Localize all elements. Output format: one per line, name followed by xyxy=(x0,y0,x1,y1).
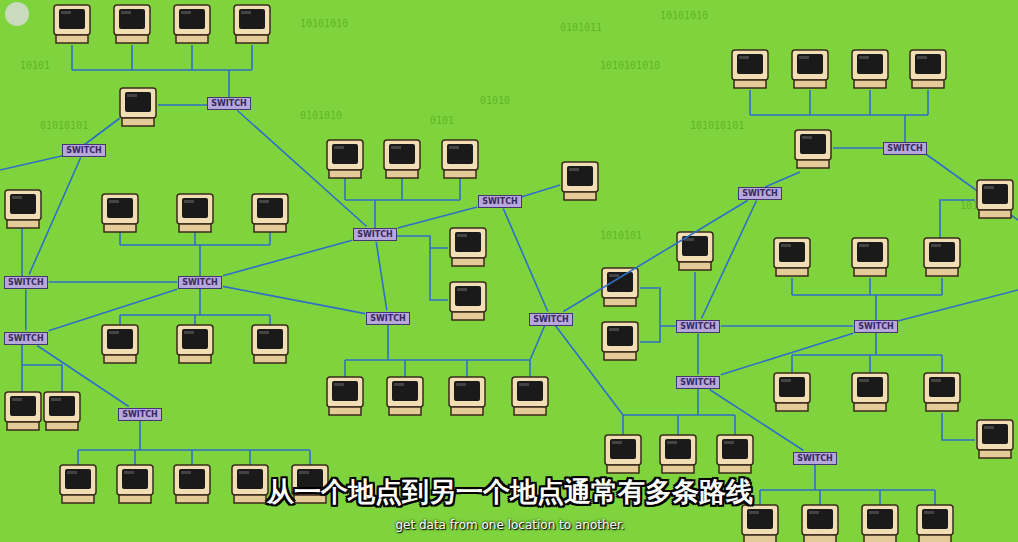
network-link xyxy=(376,242,387,311)
network-link xyxy=(398,207,477,228)
switch-label: SWITCH xyxy=(8,278,44,287)
switch-box: SWITCH xyxy=(118,408,162,421)
switch-box: SWITCH xyxy=(4,332,48,345)
switch-label: SWITCH xyxy=(182,278,218,287)
network-link xyxy=(701,201,756,319)
network-link xyxy=(49,289,178,330)
switch-label: SWITCH xyxy=(680,322,716,331)
switch-box: SWITCH xyxy=(676,376,720,389)
network-link xyxy=(37,346,129,407)
switch-label: SWITCH xyxy=(858,322,894,331)
switch-label: SWITCH xyxy=(357,230,393,239)
switch-box: SWITCH xyxy=(854,320,898,333)
binary-watermark: 101 xyxy=(960,200,978,211)
switch-box: SWITCH xyxy=(366,312,410,325)
binary-watermark: 1010101010 xyxy=(600,60,660,71)
network-link xyxy=(49,282,178,283)
switch-box: SWITCH xyxy=(178,276,222,289)
switch-label: SWITCH xyxy=(533,315,569,324)
binary-watermark: 0101 xyxy=(430,115,454,126)
binary-watermark: 0101011 xyxy=(560,22,602,33)
switch-box: SWITCH xyxy=(676,320,720,333)
switch-label: SWITCH xyxy=(887,144,923,153)
network-link xyxy=(223,240,352,275)
switch-label: SWITCH xyxy=(680,378,716,387)
switch-label: SWITCH xyxy=(211,99,247,108)
binary-watermark: 101010101 xyxy=(690,120,744,131)
switch-box: SWITCH xyxy=(207,97,251,110)
switch-box: SWITCH xyxy=(478,195,522,208)
network-link xyxy=(503,209,548,312)
network-link xyxy=(25,290,26,331)
binary-watermark: 01010101 xyxy=(40,120,88,131)
binary-watermark: 10101010 xyxy=(660,10,708,21)
switch-label: SWITCH xyxy=(66,146,102,155)
network-link xyxy=(721,326,853,327)
switch-box: SWITCH xyxy=(793,452,837,465)
english-subtitle: get data from one location to another. xyxy=(395,518,624,532)
network-link xyxy=(237,111,366,227)
switch-box: SWITCH xyxy=(529,313,573,326)
switch-label: SWITCH xyxy=(370,314,406,323)
binary-watermark: 1010101 xyxy=(600,230,642,241)
network-link xyxy=(223,286,365,313)
network-link xyxy=(29,158,81,275)
binary-watermark: 10101 xyxy=(20,60,50,71)
switch-box: SWITCH xyxy=(353,228,397,241)
switch-box: SWITCH xyxy=(883,142,927,155)
switch-box: SWITCH xyxy=(4,276,48,289)
binary-watermark: 0101010 xyxy=(300,110,342,121)
network-link xyxy=(721,333,853,375)
binary-watermark: 01010 xyxy=(480,95,510,106)
switch-label: SWITCH xyxy=(482,197,518,206)
chinese-subtitle: 从一个地点到另一个地点通常有多条路线 xyxy=(267,474,753,510)
network-link xyxy=(710,390,804,451)
network-link xyxy=(563,201,747,312)
switch-label: SWITCH xyxy=(742,189,778,198)
switch-label: SWITCH xyxy=(8,334,44,343)
network-link xyxy=(698,334,699,375)
switch-box: SWITCH xyxy=(62,144,106,157)
switch-label: SWITCH xyxy=(797,454,833,463)
switch-box: SWITCH xyxy=(738,187,782,200)
switch-label: SWITCH xyxy=(122,410,158,419)
binary-watermark: 10101010 xyxy=(300,18,348,29)
